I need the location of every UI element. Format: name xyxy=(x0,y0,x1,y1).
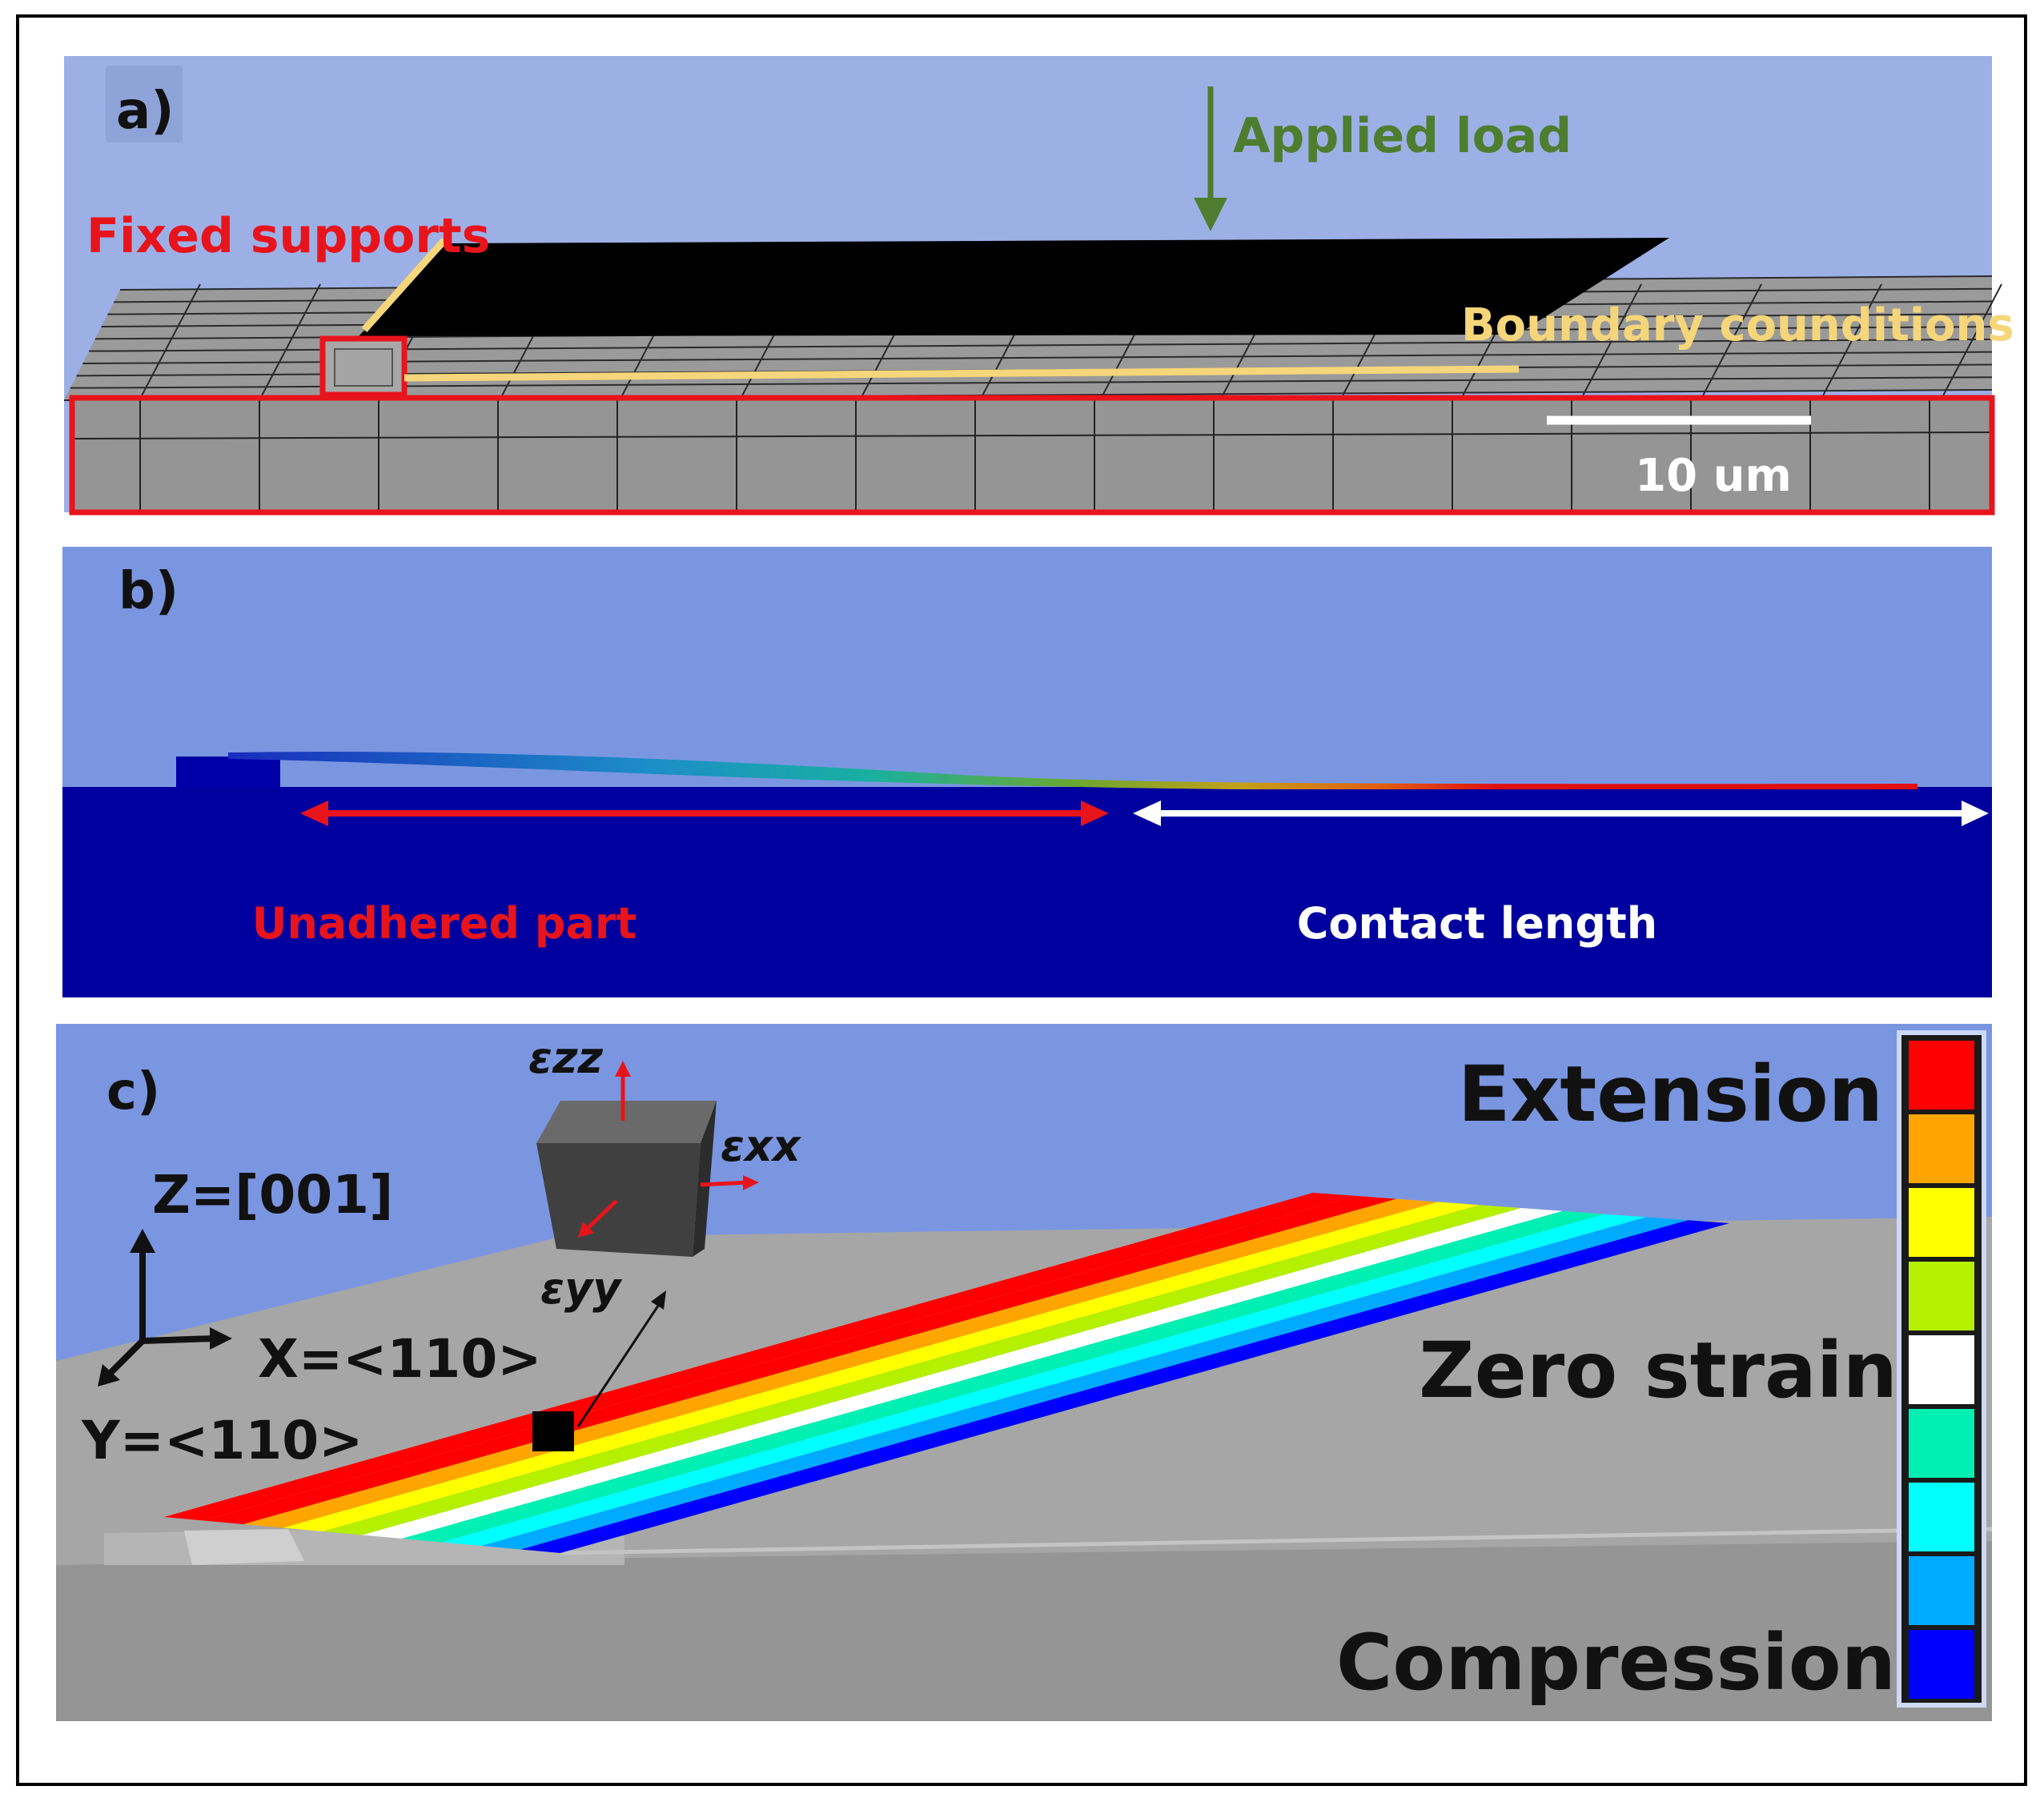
figure-frame xyxy=(16,14,2027,1786)
panel-c: c) εzz εxx εyy Z=[001] xyxy=(56,1024,1993,1721)
scale-bar-label: 10 um xyxy=(1635,450,1792,502)
legend-color-cell xyxy=(1909,1041,1974,1110)
axis-x-label: X=<110> xyxy=(258,1328,542,1390)
sample-point-marker xyxy=(532,1411,574,1451)
panel-a-label: a) xyxy=(116,82,174,141)
legend-color-cell xyxy=(1909,1483,1974,1551)
boundary-line-bottom xyxy=(404,365,1520,382)
legend-color-cell xyxy=(1909,1262,1974,1330)
panel-b-support-block xyxy=(176,757,280,789)
panel-b-label: b) xyxy=(118,562,179,621)
panel-c-label: c) xyxy=(106,1062,160,1122)
legend-compression-label: Compression xyxy=(1336,1618,1896,1708)
strain-band xyxy=(362,1208,1563,1539)
fixed-supports-label: Fixed supports xyxy=(86,208,490,264)
axis-y-line xyxy=(108,1338,145,1375)
fixed-support-inner xyxy=(334,348,393,387)
strain-xx-arrow xyxy=(700,1180,749,1187)
panel-a: a) 10 um Applied load Fixed supports Bou… xyxy=(63,56,2014,516)
contact-arrow-head-right xyxy=(1962,801,1989,826)
boundary-conditions-label: Boundary counditions xyxy=(1461,299,2014,351)
mesh-v-line xyxy=(1701,283,1762,399)
substrate-mesh-lines xyxy=(71,398,1993,512)
contact-arrow-head-left xyxy=(1133,801,1161,826)
mesh-v-line xyxy=(259,283,321,399)
strain-cube xyxy=(536,1061,759,1257)
crystal-axes xyxy=(98,1229,232,1387)
flake-shape xyxy=(359,238,1669,336)
contact-length-label: Contact length xyxy=(1297,898,1658,949)
panel-b-flake xyxy=(228,752,1918,789)
unadhered-arrow-head-right xyxy=(1081,801,1109,826)
panel-c-contact-line xyxy=(560,1527,1993,1555)
strain-band xyxy=(402,1210,1604,1543)
boundary-line-edge xyxy=(361,238,448,332)
strain-band xyxy=(520,1220,1729,1553)
legend-color-cell xyxy=(1909,1335,1974,1404)
strain-band xyxy=(283,1202,1480,1531)
axis-y-label: Y=<110> xyxy=(81,1410,363,1471)
panel-b-substrate xyxy=(62,787,1992,997)
strain-xx-label: εxx xyxy=(721,1121,802,1171)
unadhered-arrow-head-left xyxy=(300,801,328,826)
legend-color-cell xyxy=(1909,1556,1974,1625)
panel-a-label-box xyxy=(106,66,183,142)
applied-load-label: Applied load xyxy=(1233,108,1572,164)
panel-b-sky xyxy=(62,547,1992,787)
strain-band xyxy=(481,1217,1688,1550)
block-h-line xyxy=(71,431,1993,439)
axis-z-label: Z=[001] xyxy=(152,1164,393,1226)
sample-point-pointer xyxy=(576,1300,663,1427)
panel-c-step-face xyxy=(184,1529,304,1565)
mesh-v-line xyxy=(1941,283,2002,399)
strain-band xyxy=(203,1195,1396,1524)
strain-band xyxy=(441,1214,1646,1546)
legend-zero-strain-label: Zero strain xyxy=(1419,1326,1897,1415)
strain-band xyxy=(323,1205,1521,1535)
panel-c-substrate-front xyxy=(56,1541,1992,1721)
substrate-fixed-outline xyxy=(69,395,1995,516)
strain-zz-label: εzz xyxy=(528,1033,603,1083)
legend-color-cell xyxy=(1909,1630,1974,1699)
legend-colorbar xyxy=(1909,1041,1974,1699)
legend-color-cell xyxy=(1909,1409,1974,1478)
legend-color-cell xyxy=(1909,1188,1974,1257)
mesh-v-line xyxy=(1821,283,1882,399)
mesh-v-line xyxy=(139,283,201,399)
strain-yy-label: εyy xyxy=(540,1263,623,1314)
strain-band xyxy=(164,1193,1355,1521)
axis-x-line xyxy=(142,1335,215,1344)
strain-bands xyxy=(164,1193,1729,1553)
unadhered-part-label: Unadhered part xyxy=(252,898,637,949)
legend-color-cell xyxy=(1909,1114,1974,1183)
strain-yy-arrow xyxy=(583,1199,618,1233)
mesh-v-line xyxy=(1580,283,1642,399)
legend-extension-label: Extension xyxy=(1458,1049,1883,1139)
panel-b: b) Unadhered part Contact length xyxy=(62,547,1992,997)
